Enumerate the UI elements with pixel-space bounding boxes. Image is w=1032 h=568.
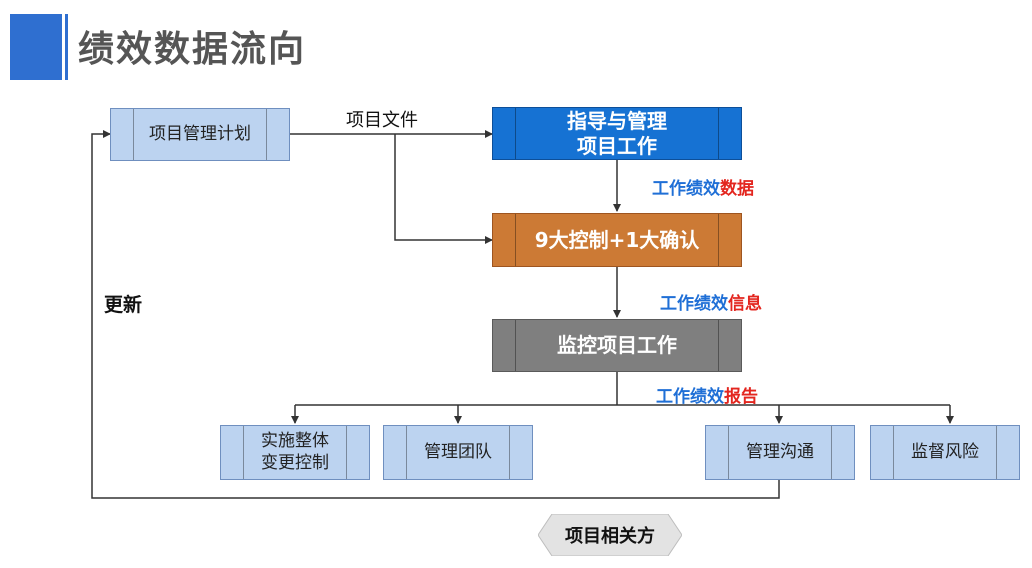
box-change-line1: 实施整体: [261, 431, 329, 452]
title-accent-bar: [10, 14, 68, 80]
stakeholders-badge: 项目相关方: [538, 514, 682, 556]
box-integrated-change-control: 实施整体 变更控制: [220, 425, 370, 480]
box-comm-label: 管理沟通: [746, 441, 814, 462]
stakeholders-label: 项目相关方: [565, 526, 655, 547]
page-title: 绩效数据流向: [78, 29, 307, 70]
box-monitor-risks: 监督风险: [870, 425, 1020, 480]
arrow-update-loop: [91, 130, 780, 499]
box-direct-manage-work: 指导与管理 项目工作: [492, 107, 742, 160]
box-control-label: 9大控制+1大确认: [534, 227, 700, 252]
label-work-performance-data: 工作绩效数据: [652, 179, 754, 199]
box-project-management-plan: 项目管理计划: [110, 108, 290, 161]
stakeholders-hexagon: [538, 514, 682, 556]
box-manage-communications: 管理沟通: [705, 425, 855, 480]
box-change-line2: 变更控制: [261, 452, 329, 473]
box-manage-team: 管理团队: [383, 425, 533, 480]
label-work-performance-report: 工作绩效报告: [656, 387, 758, 407]
label-project-docs: 项目文件: [346, 110, 418, 131]
box-risk-label: 监督风险: [911, 441, 979, 462]
label-work-performance-info: 工作绩效信息: [660, 294, 762, 314]
box-direct-line1: 指导与管理: [567, 108, 667, 133]
box-control-processes: 9大控制+1大确认: [492, 213, 742, 267]
arrow-docs-to-control: [394, 134, 493, 244]
box-monitor-label: 监控项目工作: [557, 333, 677, 357]
label-update: 更新: [104, 294, 143, 316]
box-team-label: 管理团队: [424, 441, 492, 462]
box-plan-label: 项目管理计划: [149, 123, 251, 144]
box-monitor-control-work: 监控项目工作: [492, 319, 742, 372]
box-direct-line2: 项目工作: [577, 133, 657, 158]
